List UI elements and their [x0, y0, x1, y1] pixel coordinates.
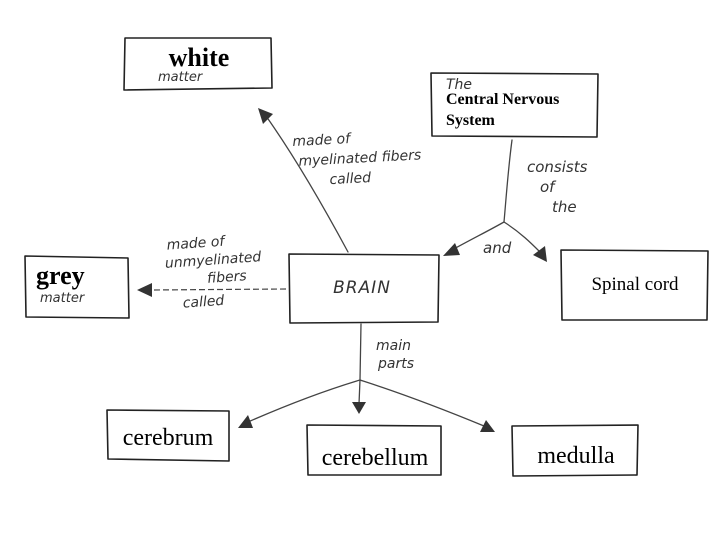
concept-spinal-cord: Spinal cord — [560, 249, 709, 321]
label-cns-line1: Central Nervous — [446, 91, 559, 108]
arrowhead-brain — [443, 243, 460, 256]
box-cerebrum — [106, 409, 230, 462]
arrowhead-medulla — [480, 420, 495, 432]
label-cerebrum: cerebrum — [123, 425, 214, 451]
arrowhead-spinal — [533, 246, 547, 262]
label-spinal: Spinal cord — [591, 274, 679, 295]
link-label-main-parts-line1: main — [376, 338, 411, 354]
link-brain-to-white — [265, 115, 349, 253]
link-label-myelinated: made of myelinated fibers called — [292, 131, 422, 188]
note-white-matter: matter — [158, 70, 204, 85]
link-label-consists-line1: consists — [527, 158, 588, 176]
link-label-myelinated-line3: called — [329, 170, 371, 188]
label-medulla: medulla — [537, 443, 615, 469]
label-grey: grey — [36, 261, 85, 290]
arrowhead-cerebrum — [238, 415, 253, 428]
link-label-myelinated-line1: made of — [292, 131, 352, 150]
box-cns — [430, 72, 599, 138]
concept-white-matter: white matter — [123, 37, 273, 91]
concept-central-nervous-system: The Central Nervous System — [430, 72, 599, 138]
link-brain-to-grey — [149, 288, 287, 291]
link-label-main-parts: main parts — [376, 338, 414, 372]
link-label-unmyelinated-line4: called — [182, 293, 225, 312]
label-cns-line2: System — [446, 112, 496, 129]
link-label-consists-line2: of — [540, 178, 557, 196]
link-label-unmyelinated-line2: unmyelinated — [164, 249, 261, 272]
concept-cerebellum: cerebellum — [306, 424, 442, 476]
link-label-unmyelinated-line1: made of — [166, 234, 227, 254]
box-brain — [288, 253, 440, 324]
link-to-cerebrum — [247, 379, 361, 423]
note-grey-matter: matter — [40, 291, 86, 306]
arrowhead-white — [258, 108, 273, 124]
link-label-unmyelinated: made of unmyelinated fibers called — [164, 234, 261, 312]
link-label-myelinated-line2: myelinated fibers — [298, 147, 421, 169]
note-the: The — [446, 77, 472, 93]
link-to-cerebellum — [358, 379, 361, 405]
arrowhead-cerebellum — [352, 402, 366, 414]
box-spinal — [560, 249, 709, 321]
concept-brain: BRAIN — [288, 253, 440, 324]
link-label-main-parts-line2: parts — [377, 356, 414, 372]
box-medulla — [511, 424, 639, 477]
link-label-consists: consists of the — [527, 158, 588, 216]
label-cerebellum: cerebellum — [322, 445, 429, 471]
concept-grey-matter: grey matter — [24, 255, 130, 319]
concept-cerebrum: cerebrum — [106, 409, 230, 462]
concept-medulla: medulla — [511, 424, 639, 477]
label-brain: BRAIN — [333, 278, 391, 298]
box-white — [123, 37, 273, 91]
link-to-medulla — [359, 379, 485, 427]
label-white: white — [169, 43, 230, 72]
link-label-unmyelinated-line3: fibers — [207, 268, 248, 287]
box-grey — [24, 255, 130, 319]
link-label-and: and — [483, 239, 512, 257]
link-cns-stem — [503, 139, 513, 223]
arrowhead-grey — [137, 283, 152, 297]
box-cerebellum — [306, 424, 442, 476]
link-main-parts-stem — [359, 323, 362, 381]
link-label-consists-line3: the — [552, 198, 577, 216]
link-cns-to-spinal — [503, 221, 541, 253]
